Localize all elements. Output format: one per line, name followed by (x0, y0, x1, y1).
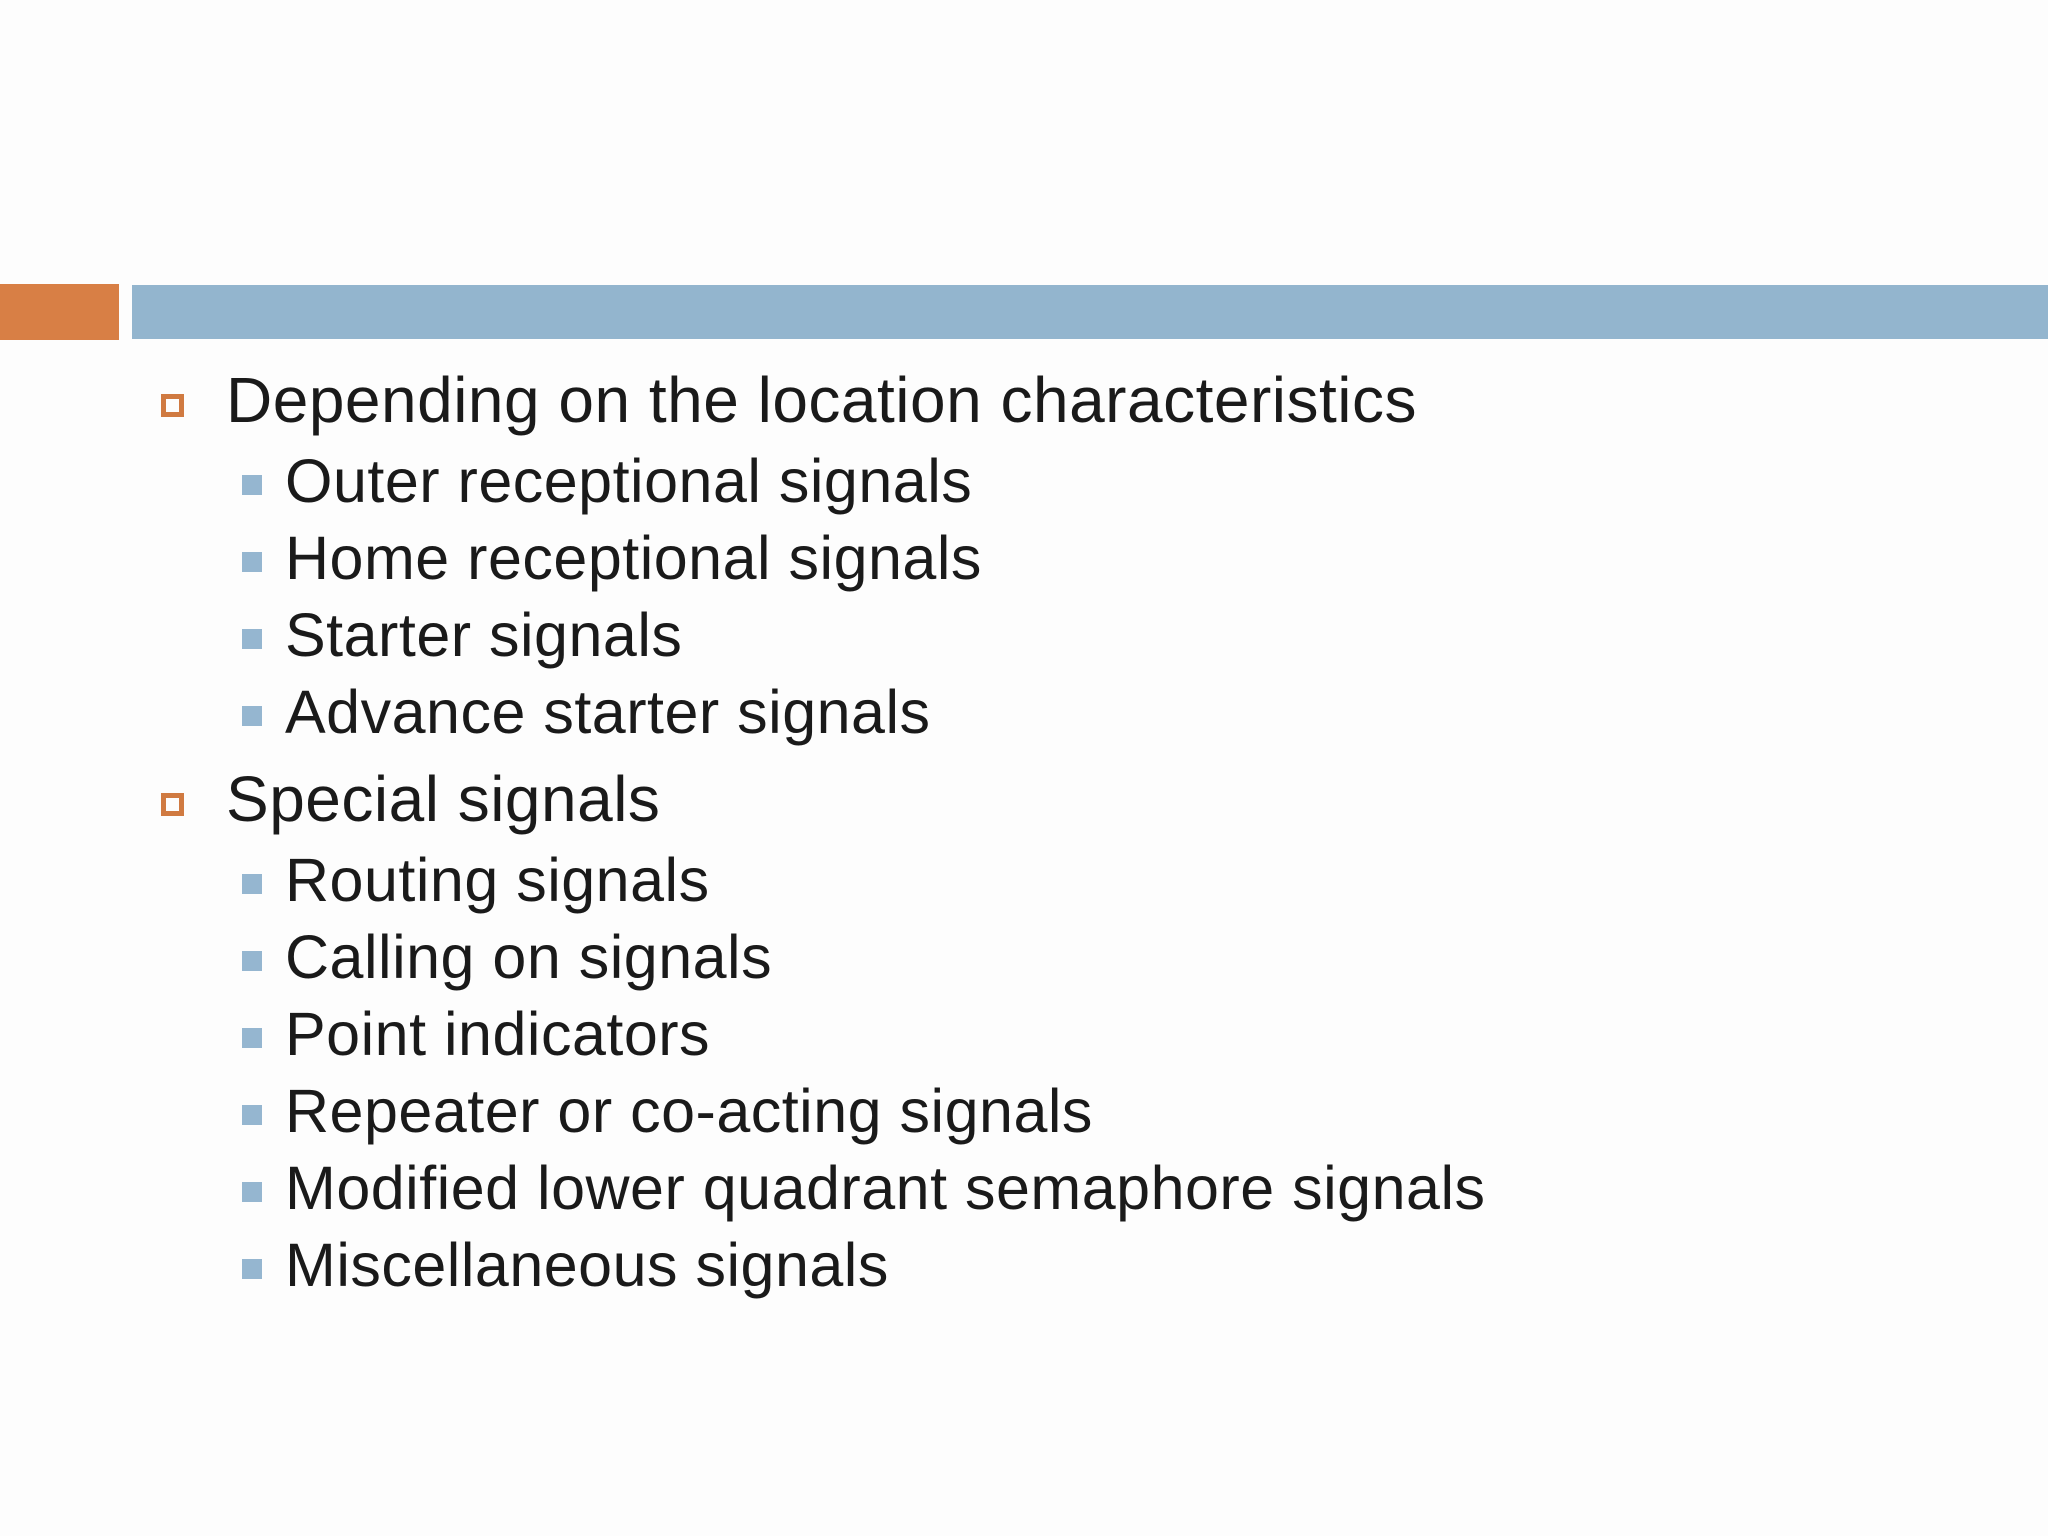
list-item-text: Outer receptional signals (285, 446, 973, 515)
blue-square-bullet-icon (242, 474, 262, 495)
list-item-level2: Calling on signals (0, 918, 2048, 995)
header-accent-block (0, 284, 119, 340)
list-item-text: Calling on signals (285, 922, 773, 991)
list-item-level2: Outer receptional signals (0, 442, 2048, 519)
list-item-text: Routing signals (285, 845, 710, 914)
header-bar (132, 285, 2048, 339)
list-item-level2: Modified lower quadrant semaphore signal… (0, 1149, 2048, 1226)
blue-square-bullet-icon (242, 1258, 262, 1279)
orange-square-bullet-icon (161, 393, 184, 417)
list-item-text: Home receptional signals (285, 523, 982, 592)
blue-square-bullet-icon (242, 1181, 262, 1202)
list-item-text: Advance starter signals (285, 677, 931, 746)
blue-square-bullet-icon (242, 551, 262, 572)
list-item-text: Starter signals (285, 600, 683, 669)
list-item-level2: Advance starter signals (0, 673, 2048, 750)
blue-square-bullet-icon (242, 628, 262, 649)
list-item-level2: Home receptional signals (0, 519, 2048, 596)
blue-square-bullet-icon (242, 1027, 262, 1048)
blue-square-bullet-icon (242, 1104, 262, 1125)
list-item-level2: Repeater or co-acting signals (0, 1072, 2048, 1149)
list-item-text: Modified lower quadrant semaphore signal… (285, 1153, 1486, 1222)
list-item-level1: Depending on the location characteristic… (0, 358, 2048, 442)
list-item-text: Point indicators (285, 999, 711, 1068)
blue-square-bullet-icon (242, 873, 262, 894)
orange-square-bullet-icon (161, 792, 184, 816)
list-item-level2: Starter signals (0, 596, 2048, 673)
list-item-text: Repeater or co-acting signals (285, 1076, 1093, 1145)
list-item-text: Miscellaneous signals (285, 1230, 889, 1299)
blue-square-bullet-icon (242, 705, 262, 726)
list-item-text: Depending on the location characteristic… (226, 364, 1417, 436)
blue-square-bullet-icon (242, 950, 262, 971)
list-item-level2: Routing signals (0, 841, 2048, 918)
list-item-level2: Miscellaneous signals (0, 1226, 2048, 1303)
list-item-text: Special signals (226, 763, 661, 835)
bullet-list: Depending on the location characteristic… (0, 358, 2048, 1303)
list-item-level1: Special signals (0, 757, 2048, 841)
list-item-level2: Point indicators (0, 995, 2048, 1072)
